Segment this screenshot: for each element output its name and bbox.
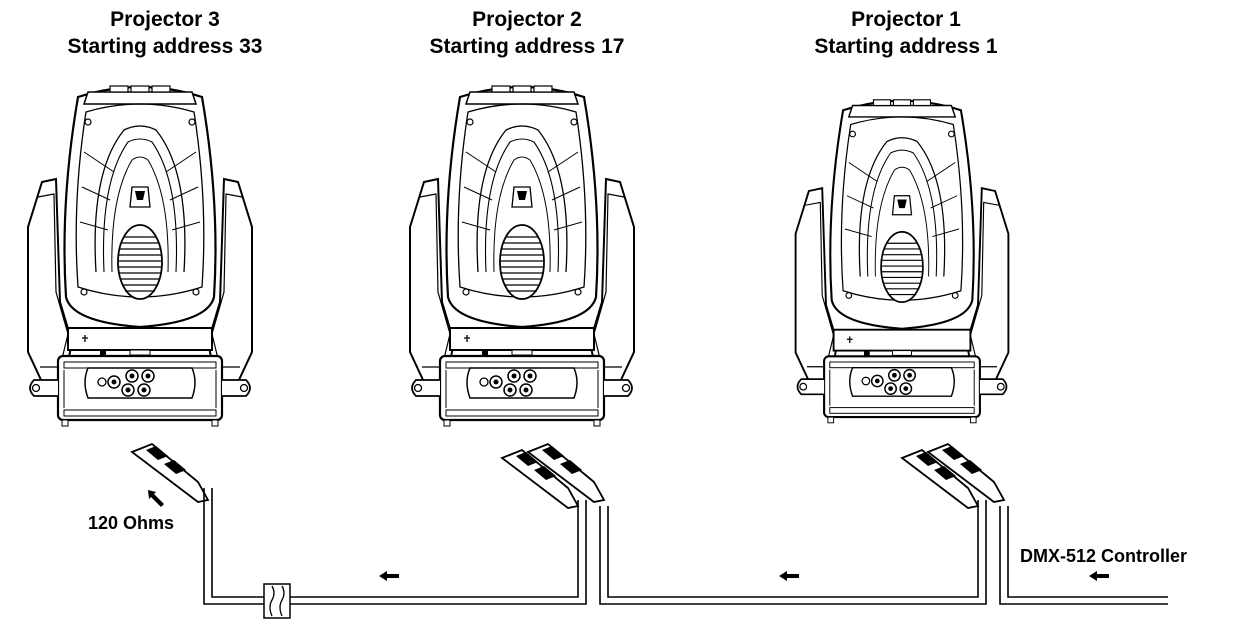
controller-label: DMX-512 Controller [1020,546,1188,566]
projector-3-name: Projector 3 [110,8,220,31]
projector-2-icon [408,84,636,428]
terminator-arrow-icon [148,490,164,507]
projector-3-icon [26,84,254,428]
terminator-label: 120 Ohms [88,513,175,533]
projector-1-title: Projector 1 Starting address 1 [776,6,1036,60]
projector-3-title: Projector 3 Starting address 33 [35,6,295,60]
projector-2-name: Projector 2 [472,8,582,31]
projector-1-icon [794,98,1010,424]
projector-2-title: Projector 2 Starting address 17 [397,6,657,60]
cable-plug-projector-3 [131,443,209,503]
projector-2-address: Starting address 17 [429,35,625,58]
dmx-cable-lines [203,488,1168,605]
projector-3-address: Starting address 33 [67,35,263,58]
projector-1-name: Projector 1 [851,8,961,31]
cable-break-icon [263,583,291,619]
projector-1-address: Starting address 1 [814,35,998,58]
